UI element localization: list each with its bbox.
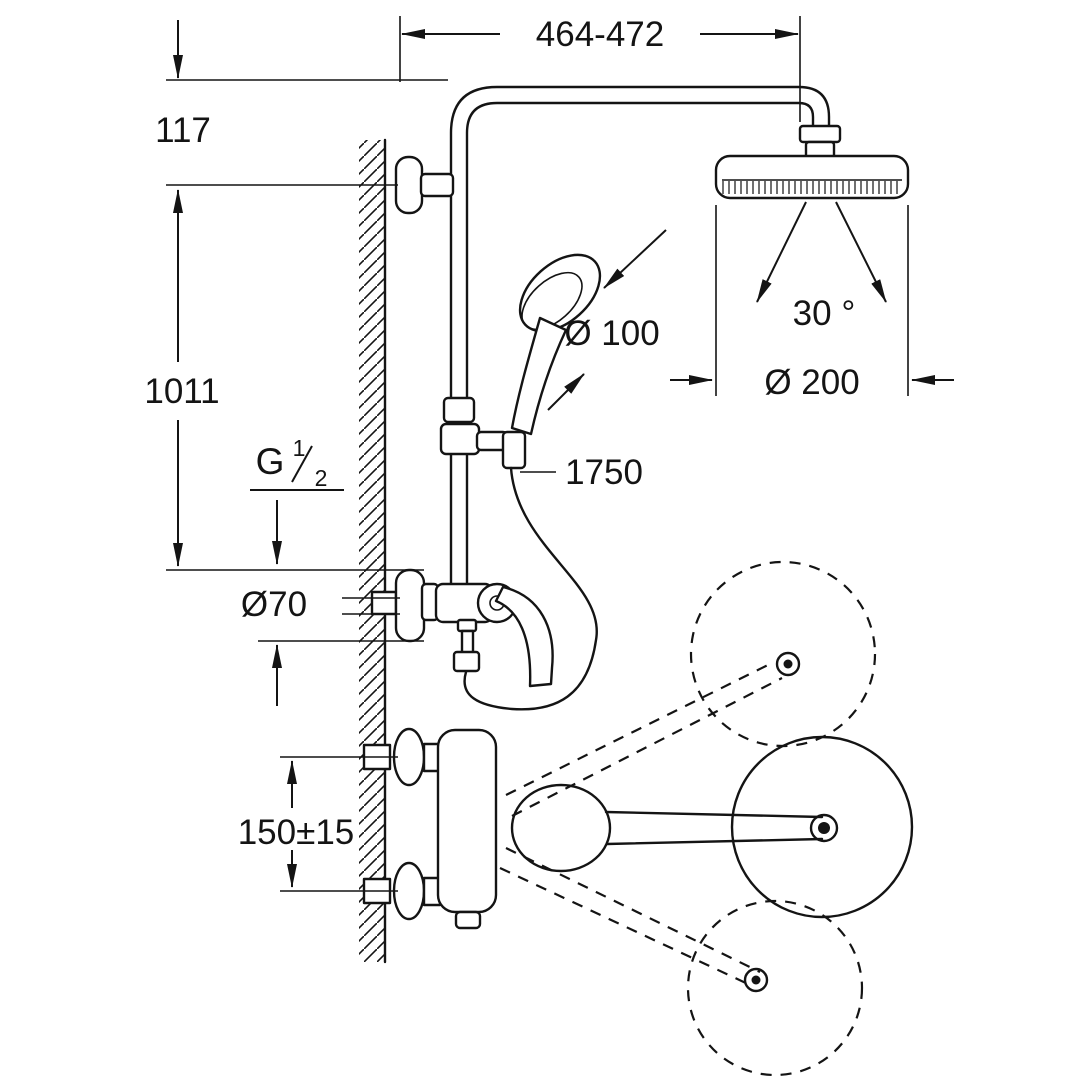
swivel-down-line-2 [499,867,749,985]
swivel-circle-bottom [686,899,864,1077]
spout-bell [510,783,612,873]
offset-top-label: 117 [155,111,211,150]
dimension-width-range: 464-472 [399,15,801,122]
spout-bottom [605,837,824,846]
fraction-slash [291,445,313,483]
swivel-down-line-1 [505,847,761,973]
spray-face [722,181,902,196]
swivel-up-line-1 [505,661,775,796]
thread-denominator: 2 [315,465,328,491]
width-range-label: 464-472 [536,15,664,54]
swivel-circle-middle [730,735,914,919]
rail-slider [442,396,476,424]
lower-mixer [362,727,839,930]
hose-curve [463,466,598,711]
hand-shower [501,253,602,470]
head-connector-nut [798,124,842,144]
thread-numerator: 1 [293,435,306,461]
swivel-top-tip-center [783,659,793,669]
wall-hatching [359,140,385,962]
spray-angle-line-left [756,201,807,303]
height-label: 1011 [144,372,219,411]
mixer-lever-handle [494,585,554,688]
outlet-nut [456,618,478,633]
hand-shower-handle [510,316,568,436]
head-shower [714,124,910,303]
dimension-spray-angle: 30 ° [793,294,856,333]
inlet-spacing-label: 150±15 [238,813,355,852]
flange-dia-label: Ø70 [241,585,307,624]
hand-shower-dia-label: Ø 100 [564,314,659,353]
spout-aerator [818,822,830,834]
shower-hose [463,466,598,711]
swivel-range [499,560,914,1077]
dimension-hand-shower-dia: Ø 100 [547,229,667,411]
wall [359,138,387,964]
spray-angle-line-right [835,201,887,303]
swivel-top-tip [775,651,801,677]
riser-pipe [394,85,831,588]
dimension-inlet-spacing: 150±15 [238,756,398,892]
dimension-height: 1011 [144,189,424,571]
hose-connector [501,430,527,470]
supply-upper-escutcheon [392,727,426,787]
dimension-hose-length: 1750 [520,453,643,492]
mixer-wall-union [370,590,398,616]
wall-bracket-flange [394,155,424,215]
bath-mixer-body [436,728,498,914]
dimension-offset-top: 117 [155,20,448,186]
dimension-flange-dia: Ø70 [241,585,424,706]
spout-top [604,810,824,819]
supply-lower-escutcheon [392,861,426,921]
diverter-knob [454,910,482,930]
mixer-flange [394,568,426,643]
thread-g-label: G [256,441,285,482]
hose-length-label: 1750 [565,453,643,492]
dimension-head-dia: Ø 200 [670,205,954,402]
head-dia-label: Ø 200 [764,363,859,402]
outlet-nipple [460,629,475,655]
dimension-thread: G 1 2 [250,435,344,565]
upper-mixer [370,568,554,688]
spray-angle-label: 30 ° [793,294,856,333]
wall-bracket-arm [419,172,455,198]
hose-nut [452,650,481,673]
swivel-bottom-tip-center [751,975,761,985]
hand-shower-face [521,271,583,331]
spout-tip [809,813,839,843]
handshower-holder [439,422,481,456]
swivel-up-line-2 [511,677,783,817]
swivel-bottom-tip [743,967,769,993]
